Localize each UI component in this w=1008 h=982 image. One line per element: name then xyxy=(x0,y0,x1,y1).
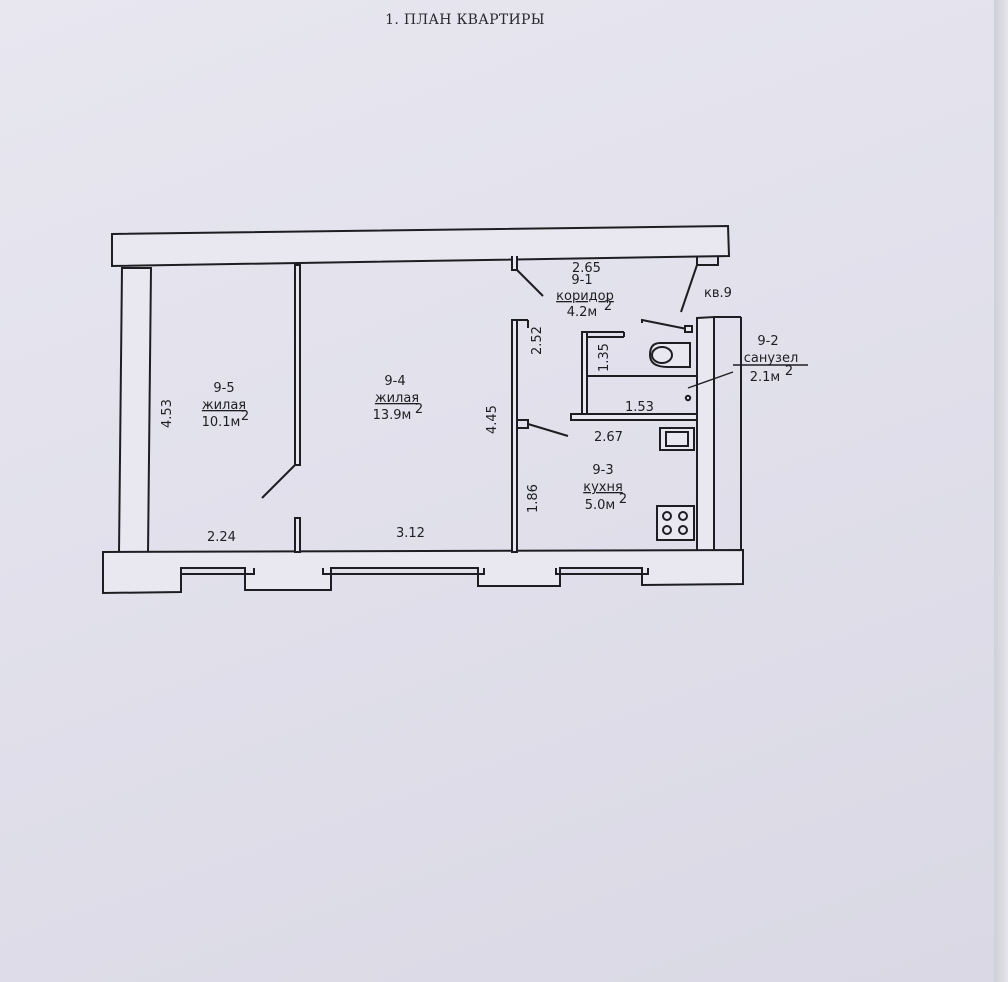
toilet xyxy=(648,342,691,368)
room-9-2: 9-2 санузел 2.1м 2 xyxy=(744,334,799,385)
room-area-sup: 2 xyxy=(415,402,423,417)
stove xyxy=(656,505,695,541)
left-wall xyxy=(117,267,153,554)
room-9-3: 9-3 кухня 5.0м 2 xyxy=(583,463,627,513)
paper-edge xyxy=(994,0,1008,982)
room-9-1: 9-1 коридор 4.2м 2 xyxy=(556,273,614,320)
vent xyxy=(696,256,719,266)
room-number: 9-3 xyxy=(592,463,613,478)
right-wall xyxy=(696,315,715,553)
dim-kitchen-right-height: 2.52 xyxy=(530,326,545,355)
room-name: жилая xyxy=(375,391,419,406)
bath-kitchen-partition xyxy=(570,413,698,421)
room-area-sup: 2 xyxy=(604,299,612,314)
room-number: 9-2 xyxy=(757,334,778,349)
washbasin-dot xyxy=(684,394,692,402)
kitchen-door xyxy=(517,419,529,429)
room-number: 9-5 xyxy=(213,381,234,396)
room-area: 4.2м xyxy=(567,305,597,320)
dim-room5-width: 2.24 xyxy=(207,530,236,545)
dim-corridor-width: 2.65 xyxy=(572,261,601,276)
dim-room4-width: 3.12 xyxy=(396,526,425,541)
plan-title: 1. ПЛАН КВАРТИРЫ xyxy=(385,12,545,28)
room-name: коридор xyxy=(556,289,614,304)
dim-room4-height: 4.45 xyxy=(485,405,500,434)
room-area-sup: 2 xyxy=(619,492,627,507)
room-9-4: 9-4 жилая 13.9м 2 xyxy=(373,374,424,423)
dim-room5-height: 4.53 xyxy=(160,399,175,428)
door-swing-5 xyxy=(261,464,296,499)
room-name: кухня xyxy=(583,480,623,495)
room-number: 9-4 xyxy=(384,374,405,389)
window-2 xyxy=(322,568,485,575)
room-area: 13.9м xyxy=(373,408,412,423)
door-swing-kitchen xyxy=(527,423,569,437)
dim-bath-width: 1.53 xyxy=(625,400,654,415)
room-area: 5.0м xyxy=(585,498,615,513)
room-area: 10.1м xyxy=(202,415,241,430)
room-9-5: 9-5 жилая 10.1м 2 xyxy=(202,381,250,430)
room-number: 9-1 xyxy=(571,273,592,288)
room-area-sup: 2 xyxy=(785,364,793,379)
corridor-door xyxy=(511,256,518,271)
apartment-label: кв.9 xyxy=(704,286,732,301)
bath-wall-left xyxy=(581,331,588,415)
door-swing-corridor xyxy=(516,269,544,297)
partition-4-3 xyxy=(511,319,518,553)
partition-5-4-low xyxy=(294,517,301,553)
room-area: 2.1м xyxy=(750,370,780,385)
room-name: жилая xyxy=(202,398,246,413)
dim-kitchen-width: 2.67 xyxy=(594,430,623,445)
top-wall xyxy=(111,224,731,268)
window-3 xyxy=(555,568,649,575)
window-1 xyxy=(180,568,255,575)
leader-bath xyxy=(687,371,734,389)
room-name: санузел xyxy=(744,351,799,366)
dim-bath-height: 1.35 xyxy=(597,343,612,372)
kitchen-sink xyxy=(659,427,695,451)
room-area-sup: 2 xyxy=(241,409,249,424)
partition-5-4 xyxy=(294,264,301,466)
dim-kitchen-height: 1.86 xyxy=(526,484,541,513)
